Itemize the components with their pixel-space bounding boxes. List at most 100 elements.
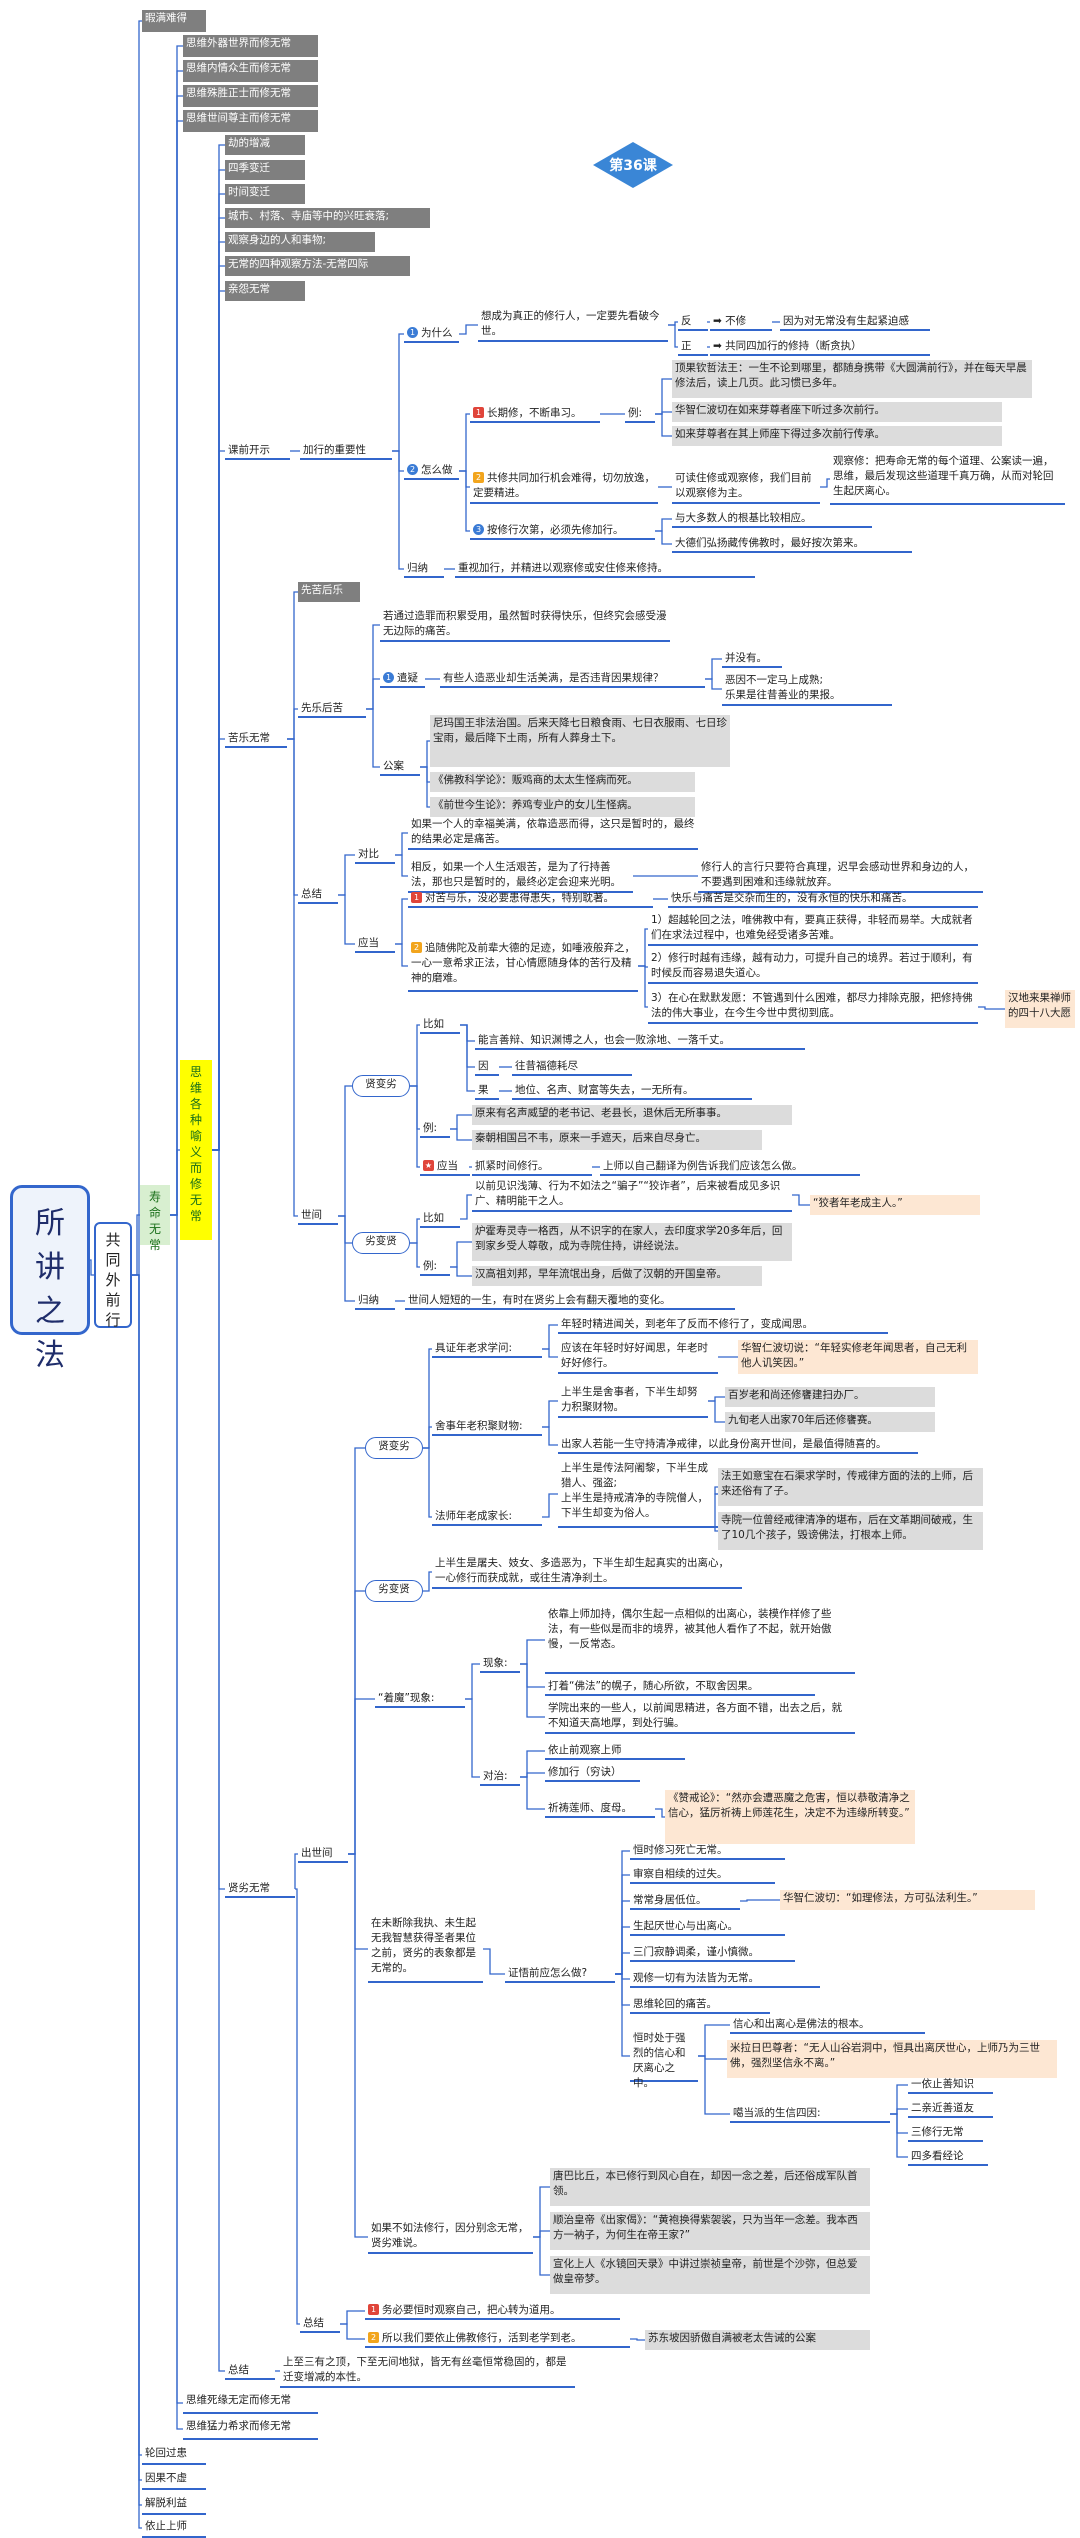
connector-107 [542,1400,558,1428]
node-text: 因 [478,1060,489,1072]
connector-115 [465,1663,480,1700]
node-top-1: 暇满难得 [142,10,206,32]
connector-27 [392,450,404,472]
node-text: 正 [681,340,692,352]
node-zj3: 总结 [225,2362,275,2380]
connector-89 [460,1194,472,1220]
connector-0 [90,1259,94,1276]
node-ch2-t: 可读住修或观察修，我们目前以观察修为主。 [672,470,820,504]
connector-6 [132,1274,142,2529]
node-ex3: 如来芽尊者在其上师座下得过多次前行传承。 [672,426,1002,446]
node-li2-1: 原来有名声威望的老书记、老县长，退休后无所事事。 [472,1105,792,1125]
node-text: 1）超越轮回之法，唯佛教中有，要真正获得，非轻而易举。大成就者们在求法过程中，也… [651,914,973,941]
node-yd: 应当 [355,935,395,953]
node-text: 时间变迁 [228,186,270,198]
node-text: 往昔福德耗尽 [515,1060,578,1072]
node-lbx2: 劣变贤 [365,1580,423,1602]
node-zy-a2: 恶因不一定马上成熟; 乐果是往昔善业的果报。 [722,672,892,706]
connector-103 [423,1447,432,1518]
node-text: 舍事年老积聚财物: [435,1420,523,1432]
svg-text:第36课: 第36课 [609,157,657,174]
node-text: 《佛教科学论》：贩鸡商的太太生怪病而死。 [433,774,638,786]
node-text: 百岁老和尚还修饔建扫办厂。 [728,1389,865,1401]
connector-84 [450,1128,472,1141]
node-text: 《赞戒论》：“然亦会遭恶魔之危害，恒以恭敬清净之信心，猛厉祈祷上师莲花生，决定不… [668,1792,910,1819]
node-text: 重视加行，并精进以观察修或安住修来修持。 [458,562,668,574]
node-fs-c: 寺院一位曾经戒律清净的堪布，后在文革期间破戒，生了10几个孩子，毁谤佛法，打根本… [718,1512,983,1550]
node-zheng: 正 [678,338,708,356]
node-text: 怎么做 [421,464,453,476]
node-text: 应当 [358,937,379,949]
node-zw: 证悟前应怎么做? [505,1965,615,1983]
connector-49 [287,738,298,896]
node-text: 法王如意宝在石渠求学时，传戒律方面的法的上师，后来还俗有了子。 [721,1470,973,1497]
node-guo: 果 [475,1082,499,1100]
connector-101 [423,1348,432,1449]
node-text: 例: [423,1122,438,1134]
node-list-2: 四季变迁 [225,160,305,180]
number-icon: 1 [407,327,418,338]
node-rg2: 顺治皇帝《出家偈》：“黄袍换得紫袈裟，只为当年一念差。我本西方一衲子，为何生在帝… [550,2212,870,2250]
node-xx: 现象: [480,1655,520,1673]
node-kt: 课前开示 [225,442,290,460]
node-zw3: 常常身居低位。 [630,1892,740,1910]
node-ss: 舍事年老积聚财物: [432,1418,542,1436]
node-text: 所 讲 之 法 [35,1206,65,1373]
node-fs-a: 上半生是传法阿阇黎，下半生成猎人、强盗; 上半生是持戒清净的寺院僧人，下半生却变… [558,1460,718,1528]
node-text: 寺院一位曾经戒律清净的堪布，后在文革期间破戒，生了10几个孩子，毁谤佛法，打根本… [721,1514,973,1541]
node-gd2: 二亲近善道友 [908,2100,993,2118]
node-text: 所以我们要依止佛教修行，活到老学到老。 [382,2332,582,2344]
node-text: 《前世今生论》：养鸡专业户的女儿生怪病。 [433,799,638,811]
node-yd3-a: 抓紧时间修行。 [472,1158,592,1176]
node-text: 上半生是传法阿阇黎，下半生成猎人、强盗; 上半生是持戒清净的寺院僧人，下半生却变… [561,1462,708,1519]
connector-123 [655,1808,665,1818]
node-text: 出世间 [301,1847,333,1859]
node-zw4: 生起厌世心与出离心。 [630,1918,785,1936]
node-text: 祈祷莲师、度母。 [548,1802,632,1814]
node-text: 思 维 各 种 喻 义 而 修 无 常 [189,1065,202,1223]
connector-87 [410,1218,420,1244]
node-end-1: 轮回过患 [142,2445,206,2465]
node-text: 劫的增减 [228,137,270,149]
connector-118 [520,1663,545,1688]
node-text: 打着“佛法”的幌子，随心所欲，不取舍因果。 [548,1680,759,1692]
connector-50 [287,738,298,1217]
connector-97 [348,1590,365,1855]
node-text: 唐巴比丘，本已修行到风心自在，却因一念之差，后还俗成军队首领。 [553,2170,858,2197]
node-guo-t: 地位、名声、财富等失去，一无所有。 [512,1082,752,1100]
node-text: 华智仁波切：“如理修法，方可弘法利生。” [783,1892,978,1904]
node-text: 观修一切有为法皆为无常。 [633,1972,759,1984]
connector-24 [212,1149,225,2372]
node-xx2: 打着“佛法”的幌子，随心所欲，不取舍因果。 [545,1678,815,1696]
node-text: 以前见识浅薄、行为不如法之“骗子”“狡诈者”，后来被看成见多识广、精明能干之人。 [475,1180,781,1207]
node-text: 二亲近善道友 [911,2102,974,2114]
node-text: 亲怨无常 [228,283,270,295]
node-text: 苦乐无常 [228,732,270,744]
connector-74 [338,1215,355,1302]
node-csj: 出世间 [298,1845,348,1863]
node-text: 能言善辩、知识渊博之人，也会一败涂地、一落千丈。 [478,1034,730,1046]
node-text: 尼玛国王非法治国。后来天降七日粮食雨、七日衣服雨、七日珍宝雨，最后降下土雨，所有… [433,717,727,744]
node-text: 原来有名声威望的老书记、老县长，退休后无所事事。 [475,1107,727,1119]
connector-132 [615,1973,630,2057]
node-text: 抓紧时间修行。 [475,1160,549,1172]
node-list-3: 时间变迁 [225,184,305,204]
node-text: 三修行无常 [911,2126,964,2138]
node-rg1: 唐巴比丘，本已修行到风心自在，却因一念之差，后还俗成军队首领。 [550,2168,870,2206]
node-text: 噶当派的生信四因: [733,2107,821,2119]
node-text: 归纳 [358,1294,379,1306]
node-text: ➡ 共同四加行的修持（断贪执） [713,340,862,352]
node-text: “着魔”现象: [378,1692,435,1704]
number-icon: 2 [411,942,422,953]
connector-104 [542,1324,558,1350]
node-zw2: 审察自相续的过失。 [630,1866,775,1884]
node-zw5: 三门寂静调柔，谨小慎微。 [630,1944,795,1962]
connector-122 [520,1776,545,1810]
connector-136 [698,2055,730,2115]
number-icon: 1 [473,407,484,418]
connector-105 [542,1348,558,1358]
connector-145 [340,2323,365,2340]
